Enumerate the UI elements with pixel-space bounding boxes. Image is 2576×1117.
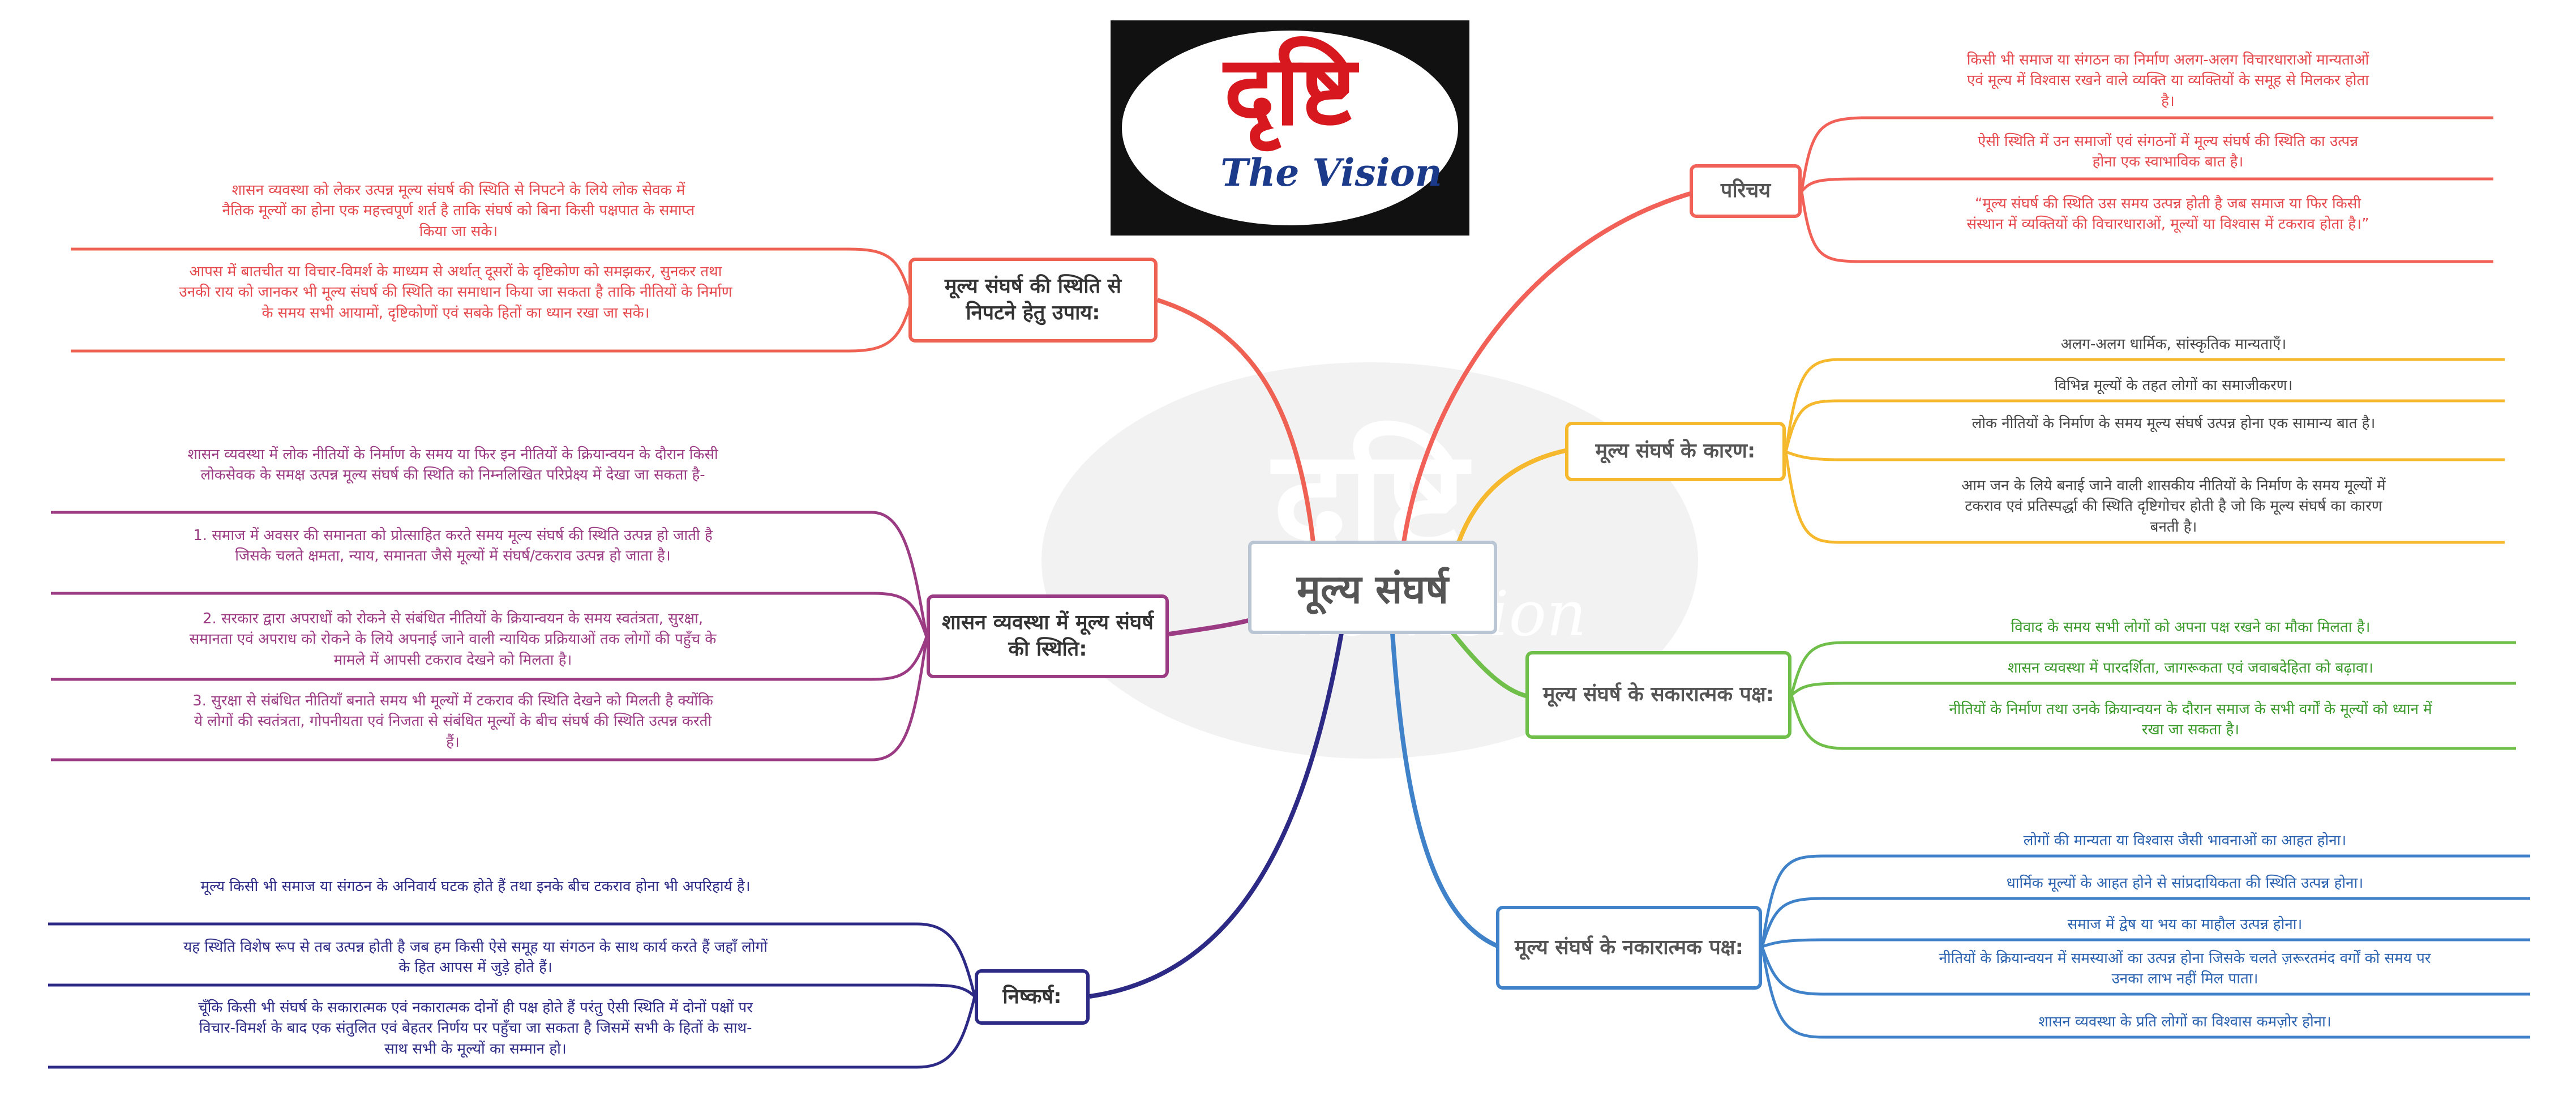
conclusion-item-1: मूल्य किसी भी समाज या संगठन के अनिवार्य …	[200, 878, 751, 895]
causes-item-1: अलग-अलग धार्मिक, सांस्कृतिक मान्यताएँ।	[2060, 336, 2287, 353]
topic-intro[interactable]: परिचय	[1690, 164, 1802, 218]
topic-conclusion[interactable]: निष्कर्ष:	[975, 969, 1090, 1025]
causes-item-2: विभिन्न मूल्यों के तहत लोगों का समाजीकरण…	[2054, 377, 2293, 394]
topic-negative[interactable]: मूल्य संघर्ष के नकारात्मक पक्ष:	[1496, 906, 1762, 990]
governance-item-1: शासन व्यवस्था में लोक नीतियों के निर्माण…	[187, 446, 718, 484]
link-center-remedies	[1156, 298, 1315, 543]
link-center-governance	[1168, 618, 1251, 636]
remedies-item-1: शासन व्यवस्था को लेकर उत्पन्न मूल्य संघर…	[222, 182, 695, 240]
intro-item-3: “मूल्य संघर्ष की स्थिति उस समय उत्पन्न ह…	[1966, 195, 2369, 233]
positive-item-3: नीतियों के निर्माण तथा उनके क्रियान्वयन …	[1949, 701, 2432, 739]
link-center-negative	[1390, 632, 1500, 949]
governance-item-2: 1. समाज में अवसर की समानता को प्रोत्साहि…	[193, 527, 713, 565]
central-topic[interactable]: मूल्य संघर्ष	[1248, 541, 1497, 634]
governance-item-3: 2. सरकार द्वारा अपराधों को रोकने से संबं…	[189, 610, 717, 669]
topic-governance[interactable]: शासन व्यवस्था में मूल्य संघर्ष की स्थिति…	[927, 594, 1169, 678]
topic-remedies[interactable]: मूल्य संघर्ष की स्थिति से निपटने हेतु उप…	[908, 258, 1158, 343]
logo-main-text: दृष्टि	[1224, 35, 1356, 147]
positive-item-2: शासन व्यवस्था में पारदर्शिता, जागरूकता ए…	[2007, 660, 2374, 677]
negative-item-4: नीतियों के क्रियान्वयन में समस्याओं का उ…	[1939, 950, 2431, 988]
conclusion-item-2: यह स्थिति विशेष रूप से तब उत्पन्न होती ह…	[183, 939, 768, 977]
negative-item-3: समाज में द्वेष या भय का माहौल उत्पन्न हो…	[2067, 916, 2303, 933]
topic-positive[interactable]: मूल्य संघर्ष के सकारात्मक पक्ष:	[1525, 651, 1791, 739]
negative-item-5: शासन व्यवस्था के प्रति लोगों का विश्वास …	[2038, 1013, 2331, 1030]
conclusion-item-3: चूँकि किसी भी संघर्ष के सकारात्मक एवं नक…	[198, 999, 753, 1058]
link-center-intro	[1401, 189, 1699, 543]
intro-item-1: किसी भी समाज या संगठन का निर्माण अलग-अलग…	[1966, 52, 2369, 110]
topic-causes[interactable]: मूल्य संघर्ष के कारण:	[1565, 422, 1786, 481]
logo-sub-text: The Vision	[1220, 151, 1442, 195]
link-center-conclusion	[1089, 632, 1344, 999]
link-center-positive	[1447, 627, 1529, 699]
intro-item-2: ऐसी स्थिति में उन समाजों एवं संगठनों में…	[1977, 133, 2359, 171]
causes-item-4: आम जन के लिये बनाई जाने वाली शासकीय नीति…	[1961, 477, 2386, 536]
governance-item-4: 3. सुरक्षा से संबंधित नीतियाँ बनाते समय …	[192, 692, 713, 751]
positive-item-1: विवाद के समय सभी लोगों को अपना पक्ष रखने…	[2011, 619, 2371, 636]
remedies-item-2: आपस में बातचीत या विचार-विमर्श के माध्यम…	[179, 263, 732, 322]
drishti-logo: दृष्टि The Vision	[1111, 20, 1469, 236]
negative-item-2: धार्मिक मूल्यों के आहत होने से सांप्रदाय…	[2006, 875, 2364, 892]
causes-item-3: लोक नीतियों के निर्माण के समय मूल्य संघर…	[1971, 415, 2376, 432]
negative-item-1: लोगों की मान्यता या विश्वास जैसी भावनाओं…	[2023, 832, 2347, 849]
logo-oval	[1122, 31, 1458, 225]
